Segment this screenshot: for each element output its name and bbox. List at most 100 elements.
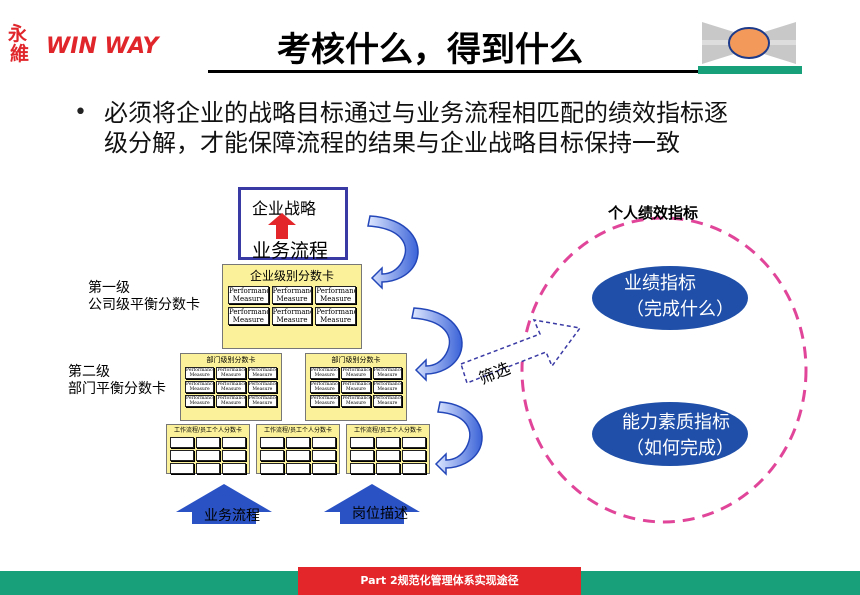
cell-line-1: Performance — [229, 308, 268, 316]
logo-char-1: 永 — [8, 23, 28, 45]
measure-cell — [196, 463, 220, 474]
red-up-arrow-icon — [268, 213, 296, 239]
cell-line-1: Performance — [186, 396, 215, 401]
measure-cell — [196, 450, 220, 461]
measure-cell — [286, 463, 310, 474]
cell-line-1: Performance — [248, 396, 277, 401]
dept-card-title: 部门级别分数卡 — [331, 356, 381, 364]
dashed-circle — [520, 216, 808, 524]
cell-line-1: Performance — [373, 396, 402, 401]
cell-line-1: Performance — [311, 382, 340, 387]
cell-line-2: Measure — [377, 387, 398, 392]
cell-line-2: Measure — [252, 373, 273, 378]
cell-line-1: Performance — [272, 287, 312, 295]
process-label: 业务流程 — [252, 240, 329, 262]
up-arrow-left — [176, 484, 272, 524]
employee-card-title: 工作流程/员工个人分数卡 — [173, 427, 243, 434]
company-cell-grid: PerformanceMeasurePerformanceMeasurePerf… — [228, 286, 356, 325]
cell-line-2: Measure — [377, 373, 398, 378]
oval-competency — [592, 402, 748, 466]
curved-arrow-3 — [434, 401, 483, 476]
measure-cell — [260, 437, 284, 448]
cell-line-2: Measure — [377, 401, 398, 406]
measure-cell — [286, 450, 310, 461]
employee-cell-grid — [350, 437, 426, 474]
level2-title: 第二级 — [68, 364, 110, 380]
cell-line-1: Performance — [186, 382, 215, 387]
cell-line-2: Measure — [320, 316, 352, 324]
bottom-arrow-label-1: 业务流程 — [204, 508, 260, 524]
company-logo-mark: 永 維 — [4, 22, 44, 66]
cell-line-1: Performance — [373, 368, 402, 373]
cell-line-2: Measure — [314, 373, 335, 378]
measure-cell — [350, 437, 374, 448]
level2-desc: 部门平衡分数卡 — [68, 381, 166, 397]
measure-cell — [170, 450, 194, 461]
footer-text: Part 2规范化管理体系实现途径 — [360, 574, 519, 587]
oval1-title: 业绩指标 — [624, 273, 696, 294]
personal-kpi-title: 个人绩效指标 — [608, 204, 699, 222]
measure-cell — [222, 463, 246, 474]
cell-line-2: Measure — [314, 401, 335, 406]
measure-cell — [170, 437, 194, 448]
company-scorecard: 企业级别分数卡 PerformanceMeasurePerformanceMea… — [222, 264, 362, 349]
employee-scorecard-2: 工作流程/员工个人分数卡 — [256, 424, 340, 474]
measure-cell — [312, 463, 336, 474]
cell-line-2: Measure — [189, 401, 210, 406]
cell-line-1: Performance — [272, 308, 312, 316]
measure-cell — [260, 450, 284, 461]
measure-cell — [170, 463, 194, 474]
cell-line-1: Performance — [311, 396, 340, 401]
curved-arrow-1 — [367, 215, 419, 290]
cell-line-1: Performance — [217, 382, 246, 387]
employee-cell-grid — [260, 437, 336, 474]
page-title: 考核什么，得到什么 — [277, 30, 583, 70]
cell-line-1: Performance — [342, 396, 371, 401]
cell-line-2: Measure — [221, 373, 241, 378]
measure-cell — [376, 437, 400, 448]
logo-text: WIN WAY — [46, 34, 159, 59]
cell-line-2: Measure — [221, 401, 241, 406]
measure-cell — [402, 437, 426, 448]
cell-line-2: Measure — [189, 387, 210, 392]
oval2-subtitle: （如何完成） — [626, 438, 734, 459]
measure-cell — [196, 437, 220, 448]
cell-line-1: Performance — [248, 382, 277, 387]
level2-label: 第二级 部门平衡分数卡 — [68, 364, 166, 398]
cell-line-1: Performance — [229, 287, 268, 295]
oval2-title: 能力素质指标 — [622, 412, 730, 433]
measure-cell — [312, 437, 336, 448]
cell-line-2: Measure — [189, 373, 210, 378]
dept-card-title: 部门级别分数卡 — [206, 356, 256, 364]
cell-line-2: Measure — [232, 316, 264, 324]
cell-line-2: Measure — [276, 295, 308, 303]
measure-cell — [222, 437, 246, 448]
title-divider — [208, 70, 801, 73]
measure-cell — [222, 450, 246, 461]
measure-cell — [402, 450, 426, 461]
cell-line-2: Measure — [346, 373, 366, 378]
measure-cell — [376, 450, 400, 461]
oval-performance — [592, 266, 748, 330]
cell-line-1: Performance — [248, 368, 277, 373]
measure-cell — [312, 450, 336, 461]
company-card-title: 企业级别分数卡 — [249, 269, 334, 283]
cell-line-1: Performance — [217, 396, 246, 401]
cell-line-2: Measure — [221, 387, 241, 392]
cell-line-1: Performance — [316, 287, 355, 295]
cell-line-1: Performance — [316, 308, 355, 316]
up-arrow-right — [324, 484, 420, 524]
cell-line-2: Measure — [252, 387, 273, 392]
measure-cell — [286, 437, 310, 448]
